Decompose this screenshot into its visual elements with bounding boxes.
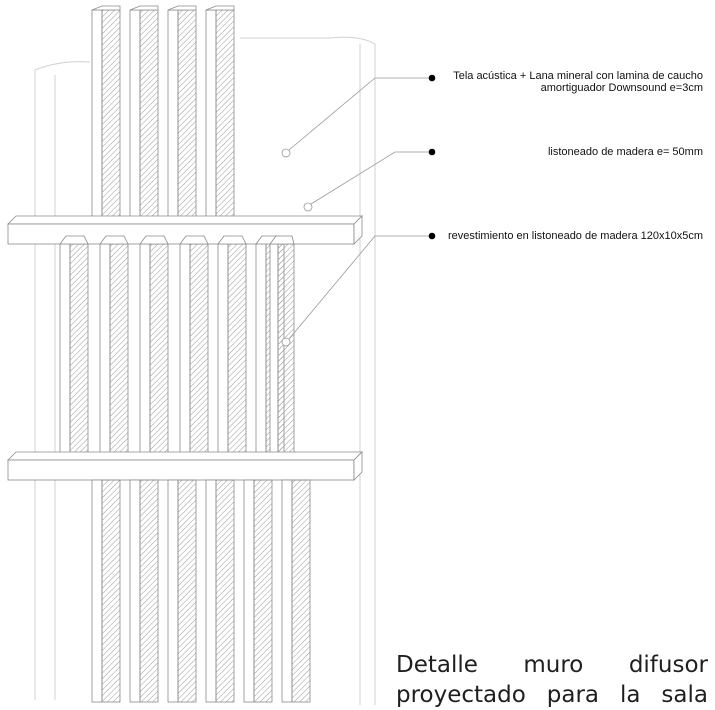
leader-lines (281, 77, 432, 347)
bottom-slat (281, 479, 311, 703)
callout-fabric-line2: amortiguador Downsound e=3cm (540, 82, 703, 94)
front-slat (99, 235, 129, 475)
horizontal-batten-bottom (7, 451, 363, 481)
acoustic-fabric-panel (34, 36, 376, 705)
front-slat-left (59, 235, 89, 475)
callout-cladding-line1: revestimiento en listoneado de madera 12… (448, 230, 703, 242)
bottom-slat (167, 479, 197, 703)
back-slat (205, 5, 235, 243)
bottom-slat (205, 479, 235, 703)
callout-fabric-label: Tela acústica + Lana mineral con lamina … (453, 70, 703, 94)
back-slats-bottom (91, 479, 311, 703)
callout-cladding-label: revestimiento en listoneado de madera 12… (448, 230, 703, 242)
back-slat (91, 5, 121, 243)
back-slat (167, 5, 197, 243)
bottom-slat (91, 479, 121, 703)
leader-1 (281, 77, 432, 158)
caption-line1: Detalle muro difusor (396, 652, 708, 678)
back-slats-top (91, 5, 235, 243)
drawing-caption: Detalle muro difusor proyectado para la … (396, 650, 708, 710)
front-slat (217, 235, 247, 475)
bottom-slat (129, 479, 159, 703)
front-slat (139, 235, 169, 475)
front-slats (59, 235, 295, 477)
front-slat (269, 235, 295, 477)
back-slat (129, 5, 159, 243)
leader-3 (281, 235, 432, 347)
leader-2 (303, 151, 432, 212)
leader-dot-3 (428, 232, 436, 240)
leader-dots (428, 74, 436, 240)
caption-line2: proyectado para la sala (396, 682, 708, 708)
callout-fabric-line1: Tela acústica + Lana mineral con lamina … (453, 70, 703, 82)
callout-battens-label: listoneado de madera e= 50mm (548, 146, 703, 158)
front-slat (179, 235, 209, 475)
callout-battens-line1: listoneado de madera e= 50mm (547, 146, 703, 158)
leader-dot-2 (428, 148, 436, 156)
bottom-slat (243, 479, 273, 703)
leader-dot-1 (428, 74, 436, 82)
